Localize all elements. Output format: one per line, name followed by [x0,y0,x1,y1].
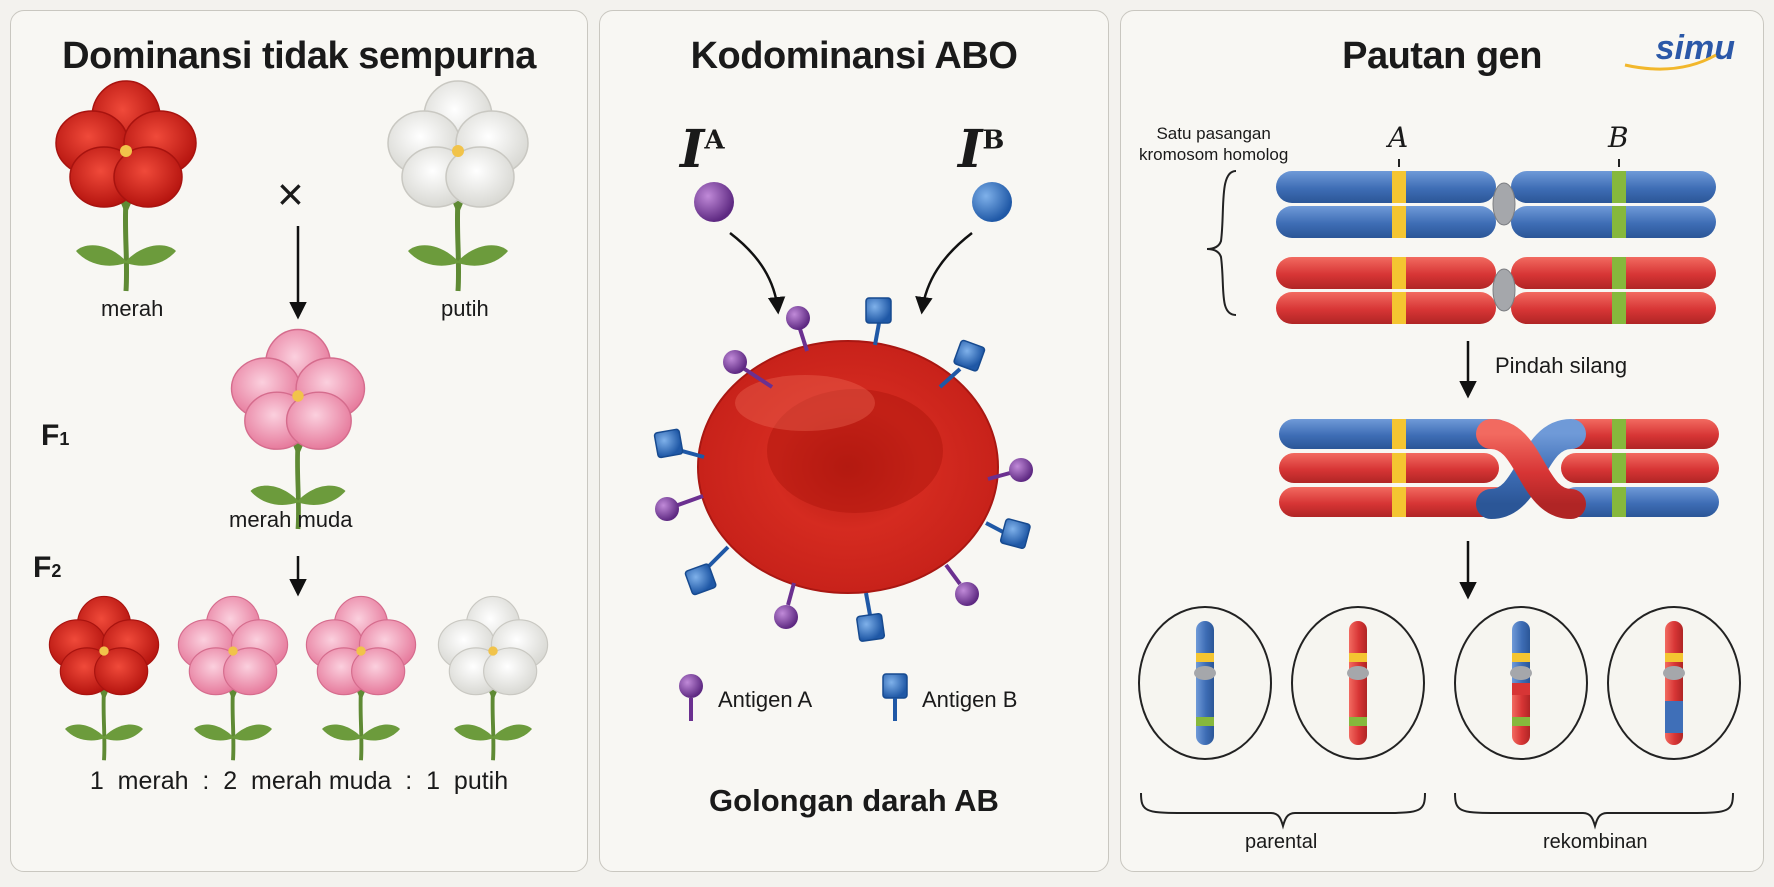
gamete-recombinant-2 [1607,606,1741,760]
cross-symbol: × [277,168,304,220]
arrow-icon [915,232,973,315]
allele-a-label: IA [680,119,725,180]
antigen-b-icon [653,428,705,459]
antigen-b-icon [865,297,892,346]
chromosome-icon [1276,171,1716,238]
panel-gene-linkage: Pautan gen simu [1120,10,1764,872]
gamete-recombinant-1 [1454,606,1588,760]
antigen-a-icon [679,674,703,721]
arrow-icon [729,232,786,315]
flower-icon [230,328,366,530]
gamete-parental-2 [1291,606,1425,760]
f1-label: F1 [41,419,70,452]
f1-flower-label: merah muda [229,507,353,532]
gene-linkage-diagram [1138,53,1741,830]
antigen-a-icon [944,563,979,606]
incomplete-dominance-diagram [48,80,549,763]
brace-icon [1140,792,1426,830]
panel-title: Kodominansi ABO [690,35,1018,77]
antigen-b-icon [938,339,986,389]
antigen-a-icon [786,306,810,352]
brace-icon [1454,792,1734,830]
antigen-a-icon [694,182,734,222]
flower-icon [387,80,529,291]
antigen-b-icon [985,518,1031,549]
panel-title: Pautan gen [1342,35,1542,77]
antigen-b-icon [684,545,730,596]
allele-b-label: IB [958,119,1005,180]
panel-incomplete-dominance: Dominansi tidak sempurna [10,10,588,872]
panel-codominance: Kodominansi ABO IA IB Antigen A Ant [599,10,1109,872]
antigen-a-icon [723,350,774,389]
flower-icon [437,595,549,763]
flower-icon [48,595,160,763]
antigen-a-icon [774,582,798,629]
recombinant-label: rekombinan [1543,831,1648,853]
f2-label: F2 [33,551,62,584]
gene-a-label: A [1388,121,1409,154]
flower-icon [55,80,197,291]
parent-label-white: putih [441,296,489,321]
antigen-a-icon [987,458,1033,482]
gamete-parental-1 [1138,606,1272,760]
flower-icon [305,595,417,763]
chromosome-icon [1276,257,1716,324]
segregation-ratio: 1 merah : 2 merah muda : 1 putih [89,767,509,795]
logo-swoosh-icon [1624,53,1717,71]
brace-icon [1206,170,1237,316]
antigen-a-icon [655,494,704,521]
gene-b-label: B [1608,121,1629,154]
crossover-chromosomes [1279,419,1719,519]
legend-antigen-b: Antigen B [922,687,1018,712]
parent-label-red: merah [101,296,164,321]
codominance-diagram [653,182,1033,721]
antigen-b-icon [856,592,886,642]
antigen-b-icon [972,182,1012,222]
flower-icon [177,595,289,763]
antigen-b-icon [882,673,908,721]
parental-label: parental [1245,831,1318,853]
crossover-label: Pindah silang [1495,353,1628,378]
red-blood-cell-icon [697,340,999,594]
blood-type-label: Golongan darah AB [709,783,999,818]
legend-antigen-a: Antigen A [718,687,813,712]
panel-title: Dominansi tidak sempurna [62,35,536,77]
simu-logo: simu [1655,29,1735,67]
